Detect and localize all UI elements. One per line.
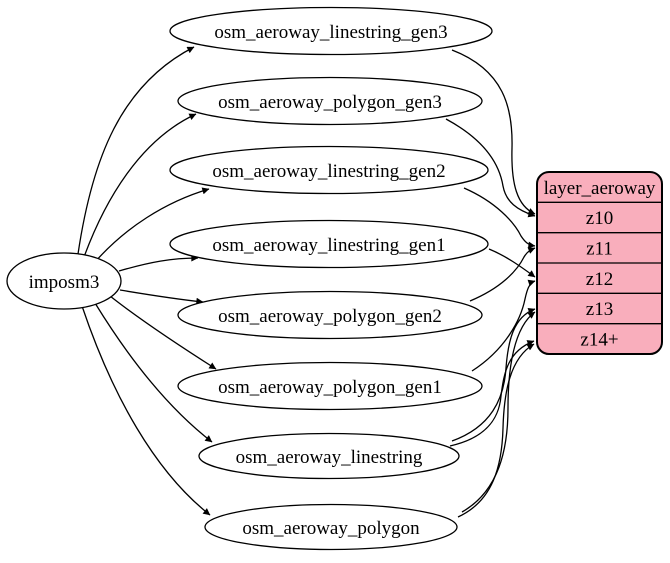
edge-imposm3-to-linestring-gen3 (77, 46, 195, 255)
imposm3-ellipse (6, 252, 122, 310)
node-osm-aeroway-polygon-gen2: osm_aeroway_polygon_gen2 (177, 290, 483, 340)
table-ellipse (169, 219, 489, 269)
table-label: osm_aeroway_polygon (242, 518, 420, 539)
edge-linestring-gen3-to-z10 (451, 49, 536, 215)
node-osm-aeroway-linestring-gen3: osm_aeroway_linestring_gen3 (169, 6, 493, 56)
edge-linestring-to-z13 (451, 307, 536, 442)
table-label: osm_aeroway_polygon_gen3 (218, 92, 442, 113)
node-osm-aeroway-polygon-gen3: osm_aeroway_polygon_gen3 (177, 76, 483, 126)
imposm3-label: imposm3 (29, 272, 100, 293)
table-ellipse (169, 145, 489, 195)
table-ellipse (177, 290, 483, 340)
edge-imposm3-to-linestring-gen1 (118, 254, 199, 272)
edge-imposm3-to-polygon-gen3 (83, 113, 197, 258)
layer-row-z10: z10 (586, 208, 613, 229)
layer-aeroway-title: layer_aeroway (544, 178, 656, 199)
edge-imposm3-to-polygon-gen1 (109, 295, 217, 370)
edge-linestring-gen1-to-z12 (488, 248, 536, 278)
table-ellipse (198, 432, 460, 480)
edge-imposm3-to-polygon-gen2 (119, 289, 204, 305)
layer-row-z14: z14+ (580, 330, 618, 351)
edge-polygon-to-z14 (457, 343, 535, 518)
table-ellipse (204, 503, 458, 551)
edge-imposm3-to-linestring (94, 302, 213, 443)
table-label: osm_aeroway_linestring_gen2 (212, 161, 445, 182)
edge-imposm3-to-linestring-gen2 (94, 187, 210, 263)
table-ellipse (177, 76, 483, 126)
edge-linestring-to-z14 (449, 340, 535, 447)
edges-source-to-tables (77, 46, 217, 516)
layer-row-z12: z12 (586, 269, 613, 290)
edge-linestring-gen2-to-z11 (463, 187, 536, 249)
table-label: osm_aeroway_linestring (236, 447, 423, 468)
node-osm-aeroway-linestring: osm_aeroway_linestring (198, 432, 460, 480)
edge-polygon-gen1-to-z12 (471, 279, 536, 372)
table-ellipse (169, 6, 493, 56)
layer-row-z11: z11 (586, 239, 613, 260)
edge-polygon-to-z13 (461, 311, 536, 513)
table-label: osm_aeroway_linestring_gen1 (212, 235, 445, 256)
edges-tables-to-layer (445, 49, 536, 518)
edge-polygon-gen2-to-z11 (469, 247, 536, 302)
node-osm-aeroway-polygon: osm_aeroway_polygon (204, 503, 458, 551)
table-label: osm_aeroway_polygon_gen1 (218, 377, 442, 398)
table-ellipse (177, 361, 483, 411)
node-imposm3: imposm3 (6, 252, 122, 310)
table-label: osm_aeroway_polygon_gen2 (218, 306, 442, 327)
node-layer-aeroway: layer_aeroway z10 z11 z12 z13 z14+ (536, 171, 663, 355)
edge-imposm3-to-polygon (81, 305, 211, 516)
edge-polygon-gen3-to-z10 (445, 118, 536, 218)
node-osm-aeroway-polygon-gen1: osm_aeroway_polygon_gen1 (177, 361, 483, 411)
node-osm-aeroway-linestring-gen1: osm_aeroway_linestring_gen1 (169, 219, 489, 269)
table-label: osm_aeroway_linestring_gen3 (214, 22, 447, 43)
node-osm-aeroway-linestring-gen2: osm_aeroway_linestring_gen2 (169, 145, 489, 195)
layer-row-z13: z13 (586, 299, 613, 320)
